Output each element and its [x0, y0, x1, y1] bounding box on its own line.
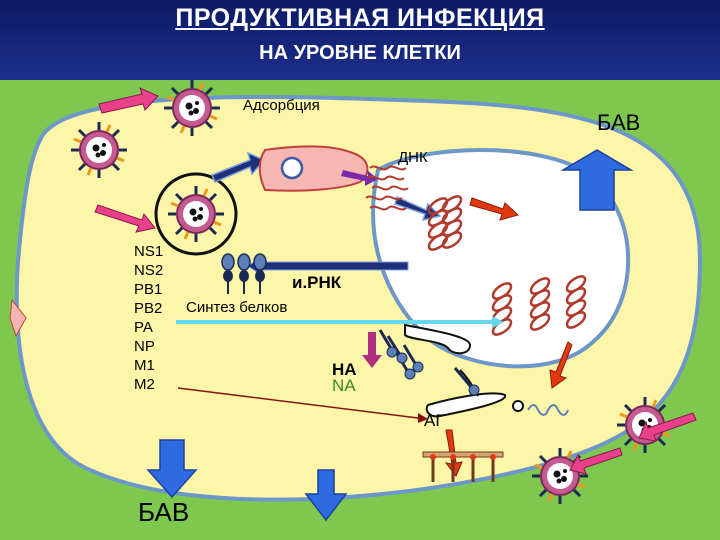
adsorption-arrow-left [94, 204, 156, 233]
purple-arrow [341, 170, 378, 186]
adsorption-label: Адсорбция [243, 97, 320, 114]
slide-subtitle: НА УРОВНЕ КЛЕТКИ [259, 42, 461, 64]
vesicle [512, 400, 524, 412]
viral-protein-list: NS1 NS2 PB1 PB2 PA NP M1 M2 [134, 242, 163, 394]
na-label: NA [332, 376, 356, 395]
mrna-label: и.РНК [292, 273, 342, 292]
ha-na-arrow [362, 332, 382, 368]
m2-line [177, 387, 419, 419]
viral-rna-3 [371, 185, 409, 191]
er-membrane [404, 323, 472, 355]
host-organelle [258, 145, 369, 192]
protein-synthesis-label: Синтез белков [186, 299, 288, 316]
viral-rna-4 [365, 195, 403, 201]
protein-ns2: NS2 [134, 262, 164, 279]
protein-m1: M1 [134, 357, 155, 374]
blue-squiggle [527, 404, 569, 416]
organelle-nucleus [280, 156, 304, 180]
uncoating-arrow [211, 151, 266, 183]
ha-label: НА [332, 360, 357, 379]
protein-pa: PA [134, 319, 153, 336]
budding-arrow-right [638, 412, 697, 442]
budding-arrow-bottom [569, 447, 623, 475]
title-bar: ПРОДУКТИВНАЯ ИНФЕКЦИЯ НА УРОВНЕ КЛЕТКИ [0, 0, 720, 80]
protein-pb1: PB1 [134, 281, 163, 298]
ag-label: АГ [424, 411, 445, 430]
golgi-membrane [425, 392, 506, 418]
protein-m2: M2 [134, 376, 155, 393]
bav-top-label: БАВ [597, 110, 641, 135]
nucleus [371, 148, 631, 369]
bav-release-arrow [146, 439, 198, 499]
membrane-antigens [422, 451, 504, 482]
replication-arrow [469, 197, 519, 221]
protein-np: NP [134, 338, 155, 355]
left-edge-blob [9, 298, 27, 338]
viral-rna-5 [369, 205, 407, 211]
protein-ns1: NS1 [134, 243, 164, 260]
bav-secretion-arrow [560, 149, 634, 211]
export-arrow [549, 341, 573, 389]
virion-left [69, 120, 129, 180]
adsorption-arrow-top [98, 87, 159, 114]
virion-bottom [530, 446, 590, 506]
dna-label: ДНК [398, 149, 428, 166]
endocytosed-virion [166, 184, 226, 244]
virion-top [162, 78, 222, 138]
slide-title: ПРОДУКТИВНАЯ ИНФЕКЦИЯ [175, 4, 545, 32]
viral-rna-2 [367, 175, 405, 181]
viral-rna-1 [369, 165, 407, 171]
downward-arrow-2 [304, 469, 348, 522]
protein-pb2: PB2 [134, 300, 163, 317]
bav-bottom-label: БАВ [138, 497, 190, 527]
